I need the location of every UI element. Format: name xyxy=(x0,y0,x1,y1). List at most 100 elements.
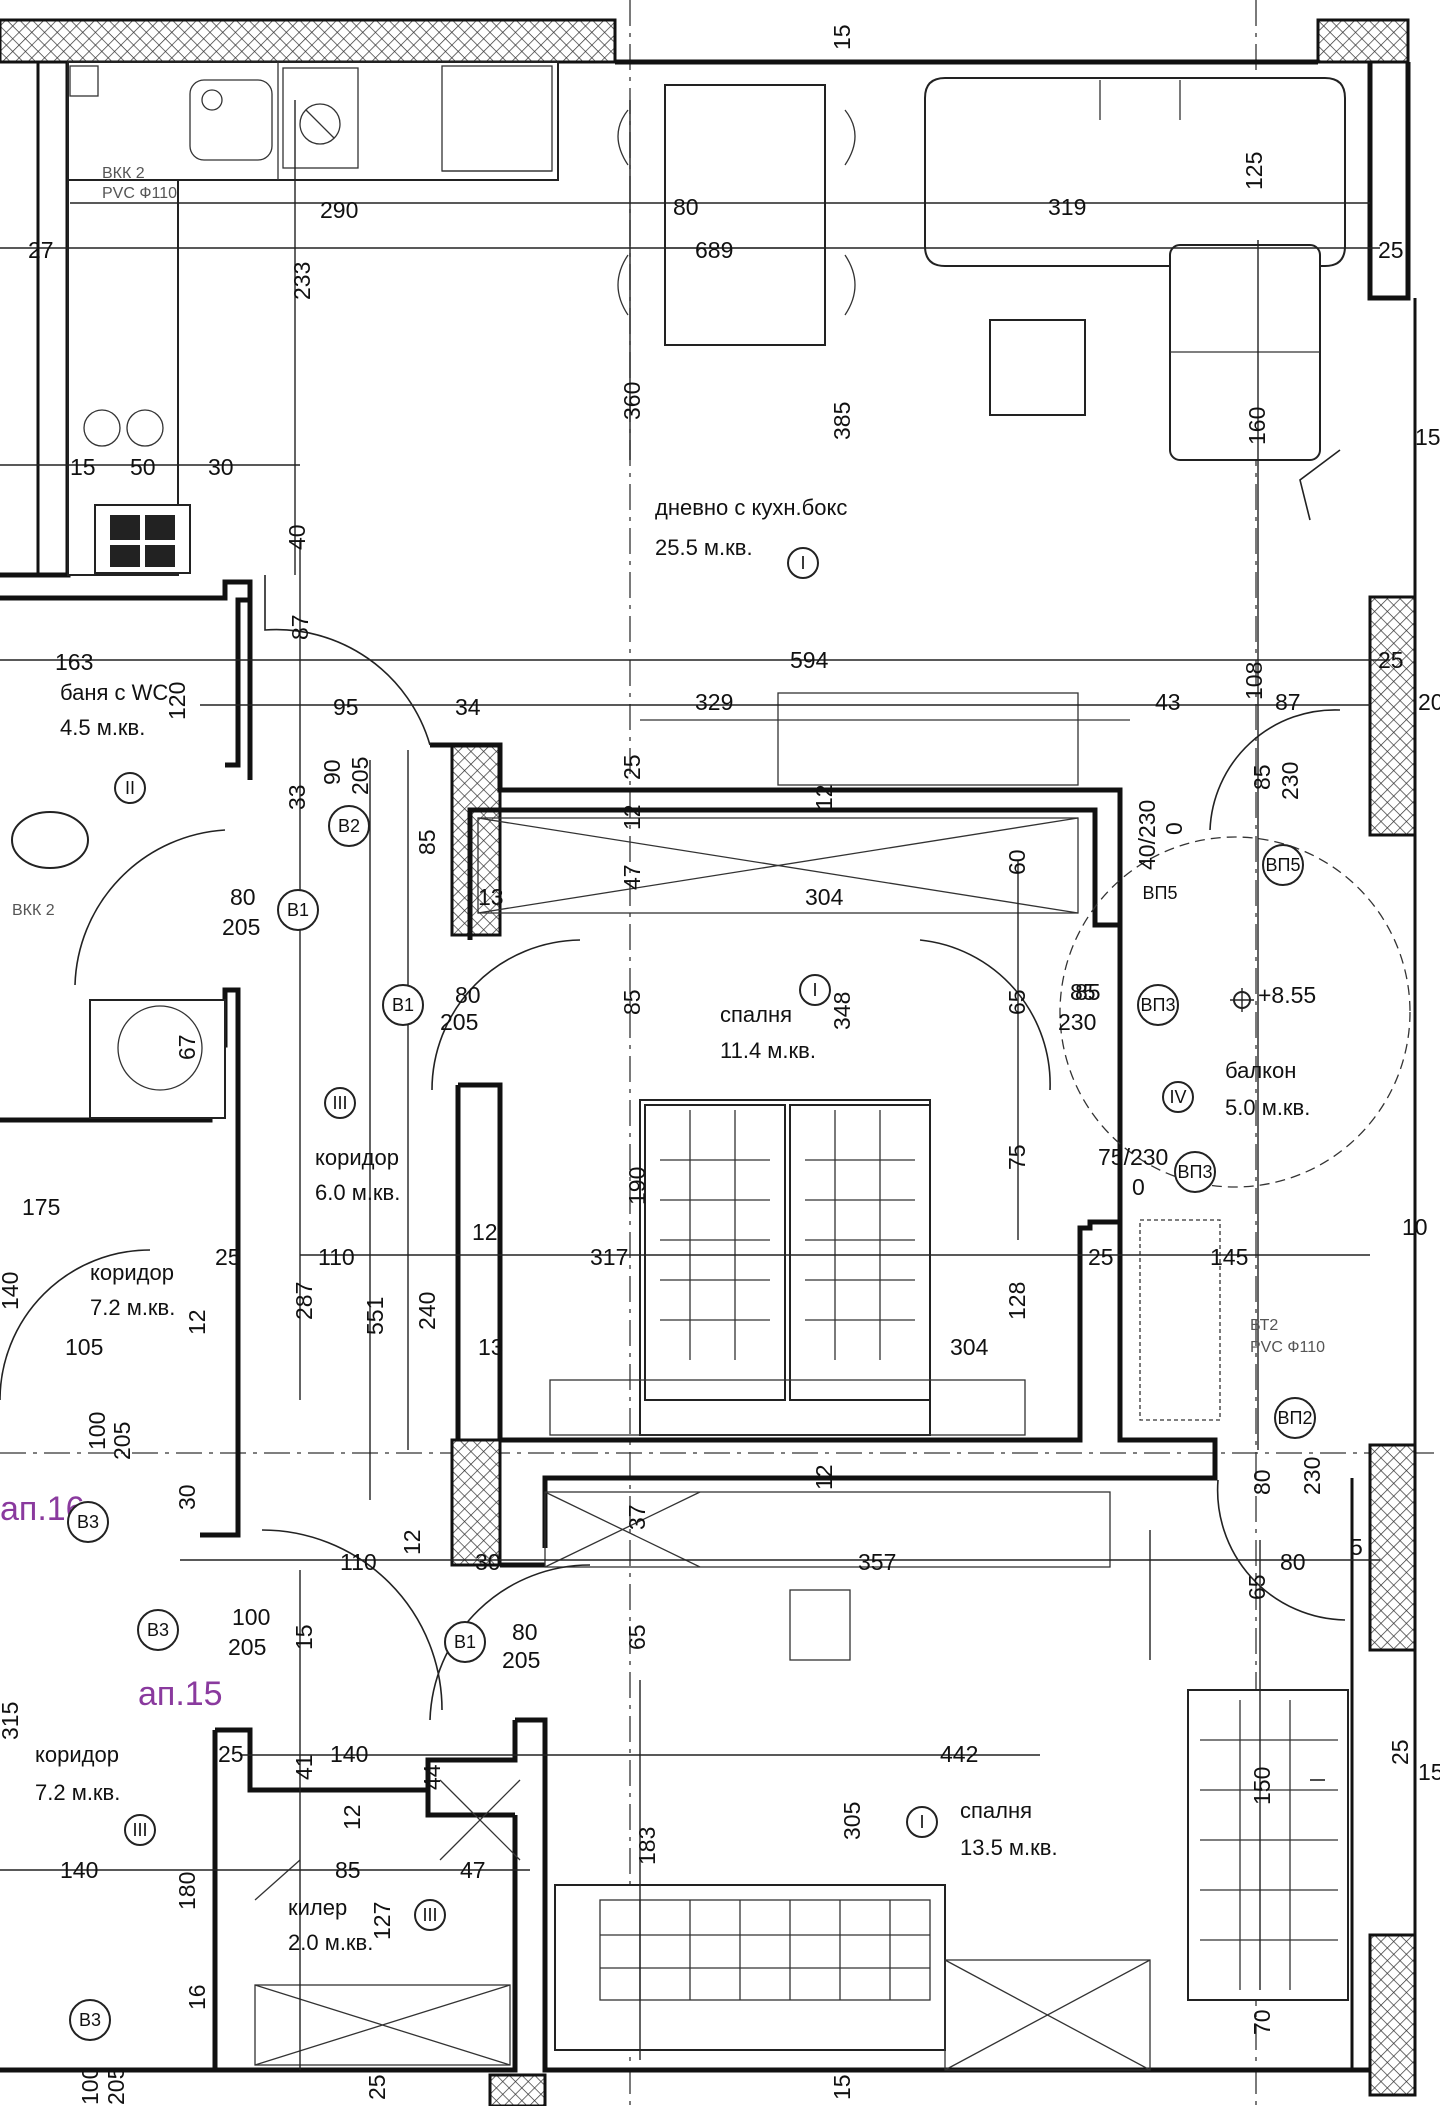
door-size-vp3-h: 230 xyxy=(1058,1009,1096,1035)
door-size-vp3b-z: 0 xyxy=(1132,1174,1145,1200)
balcony-zone: IV xyxy=(1169,1087,1186,1107)
bedroom1-name: спалня xyxy=(720,1002,792,1027)
dim-corridor-287: 287 xyxy=(291,1282,317,1320)
door-size-b3-w: 100 xyxy=(232,1604,270,1630)
dim-right-25a: 25 xyxy=(1378,237,1404,263)
dim-bottom-15: 15 xyxy=(829,2074,855,2100)
dim-bal-10: 10 xyxy=(1402,1214,1428,1240)
door-size-vp5-w: 85 xyxy=(1249,764,1275,790)
dim-b1-75: 75 xyxy=(1004,1144,1030,1170)
dim-bal-25: 25 xyxy=(1088,1244,1114,1270)
dim-corridor-551: 551 xyxy=(362,1297,388,1335)
door-size-vp5b-z: 0 xyxy=(1161,822,1187,835)
corridor-zone: III xyxy=(332,1093,347,1113)
dimension-labels: 290 80 689 319 125 15 25 27 233 360 385 … xyxy=(0,24,1440,2100)
dim-b1-128: 128 xyxy=(1004,1282,1030,1320)
vkk-left: ВКК 2 xyxy=(12,902,55,919)
dim-k30: 30 xyxy=(208,454,234,480)
dim-b87: 87 xyxy=(287,614,313,640)
dim-living-108: 108 xyxy=(1241,662,1267,700)
dim-living-385: 385 xyxy=(829,402,855,440)
door-tag-vp3-a: ВП3 xyxy=(1141,995,1176,1015)
door-size-labels: 80 205 90 205 80 205 80 205 100 205 100 … xyxy=(77,757,1325,2105)
dim-kitchen-233: 233 xyxy=(289,262,315,300)
dim-corridor-110: 110 xyxy=(318,1244,355,1270)
dim-st-127: 127 xyxy=(369,1902,395,1940)
dim-b2-150: 150 xyxy=(1249,1767,1275,1805)
dim-right-15: 15 xyxy=(1415,424,1440,450)
balcony-name: балкон xyxy=(1225,1058,1296,1083)
dim-nb-175: 175 xyxy=(22,1194,60,1220)
dim-nb-315: 315 xyxy=(0,1702,23,1740)
apartment-15-label: ап.15 xyxy=(138,1675,223,1713)
dimension-lines xyxy=(0,100,1390,2070)
vt2-label: ВТ2 xyxy=(1250,1317,1278,1334)
apartment-labels: ап.16 ап.15 xyxy=(0,1490,223,1713)
room-labels: дневно с кухн.бокс 25.5 м.кв. I баня с W… xyxy=(35,495,1316,1955)
dim-st-41: 41 xyxy=(291,1754,317,1780)
dim-b1-25: 25 xyxy=(619,754,645,780)
dim-b1-85c: 85 xyxy=(1075,979,1101,1005)
pvc-top: PVC Ф110 xyxy=(102,185,177,202)
dim-b1-12c: 12 xyxy=(472,1219,498,1245)
vkk-top: ВКК 2 xyxy=(102,165,145,182)
dim-b1-13a: 13 xyxy=(478,884,504,910)
dim-bal-145: 145 xyxy=(1210,1244,1248,1270)
bedroom2-area: 13.5 м.кв. xyxy=(960,1835,1058,1860)
dim-low-65b: 65 xyxy=(624,1624,650,1650)
living-zone: I xyxy=(800,553,805,573)
dim-b2-305: 305 xyxy=(839,1802,865,1840)
door-size-bath-h: 205 xyxy=(222,914,260,940)
dim-b1-304b: 304 xyxy=(950,1334,989,1360)
dim-b1-317: 317 xyxy=(590,1244,628,1270)
dim-b34: 34 xyxy=(455,694,481,720)
pipe-labels: ВКК 2 PVC Ф110 ВКК 2 ВТ2 PVC Ф110 xyxy=(12,165,1325,1356)
bedroom2-name: спалня xyxy=(960,1798,1032,1823)
door-size-vp5-h: 230 xyxy=(1277,762,1303,800)
nb-corridor-b-zone: III xyxy=(132,1820,147,1840)
dim-nb-140b: 140 xyxy=(60,1857,98,1883)
nb-corridor-a-area: 7.2 м.кв. xyxy=(90,1295,175,1320)
bath-area: 4.5 м.кв. xyxy=(60,715,145,740)
dim-st-12: 12 xyxy=(339,1804,365,1830)
bedroom1-area: 11.4 м.кв. xyxy=(720,1038,816,1063)
dim-b1-12b: 12 xyxy=(811,784,837,810)
door-tag-b1-bedroom: B1 xyxy=(392,995,414,1015)
bathroom-fixtures xyxy=(11,811,226,1119)
living-furniture xyxy=(640,77,1346,786)
dim-st-44: 44 xyxy=(419,1764,445,1790)
dim-kitchen-width: 290 xyxy=(320,197,358,223)
balcony-level: +8.55 xyxy=(1258,982,1316,1008)
dim-sofa-depth: 125 xyxy=(1241,152,1267,190)
door-tag-b1-bath: B1 xyxy=(287,900,309,920)
dim-low-357: 357 xyxy=(858,1549,896,1575)
storage-area: 2.0 м.кв. xyxy=(288,1930,373,1955)
living-room-area: 25.5 м.кв. xyxy=(655,535,753,560)
dim-low-5: 5 xyxy=(1350,1534,1363,1560)
dim-low-65: 65 xyxy=(1244,1574,1270,1600)
dim-b1-13b: 13 xyxy=(478,1334,504,1360)
dim-nb-12: 12 xyxy=(184,1309,210,1335)
dim-right-25b: 25 xyxy=(1378,647,1404,673)
door-size-b3-h: 205 xyxy=(228,1634,266,1660)
nb-corridor-a-name: коридор xyxy=(90,1260,174,1285)
door-size-b3b-w: 100 xyxy=(84,1412,110,1450)
dim-st-16: 16 xyxy=(184,1984,210,2010)
door-size-b3c-w: 100 xyxy=(77,2067,103,2105)
dim-right-20: 20 xyxy=(1418,689,1440,715)
storage-zone: III xyxy=(422,1905,437,1925)
nb-corridor-b-name: коридор xyxy=(35,1742,119,1767)
dim-b95: 95 xyxy=(333,694,359,720)
door-size-b3c-h: 205 xyxy=(103,2067,129,2105)
corridor-name: коридор xyxy=(315,1145,399,1170)
dim-b1-85b: 85 xyxy=(619,989,645,1015)
door-size-bath-w: 80 xyxy=(230,884,256,910)
door-tag-vp2: ВП2 xyxy=(1278,1408,1313,1428)
storage-furniture xyxy=(254,1779,521,2066)
dim-b2-442: 442 xyxy=(940,1741,978,1767)
dim-b120: 120 xyxy=(164,682,190,720)
balcony-area: 5.0 м.кв. xyxy=(1225,1095,1310,1120)
dim-low-110: 110 xyxy=(340,1549,377,1575)
dim-living-360: 360 xyxy=(619,382,645,420)
